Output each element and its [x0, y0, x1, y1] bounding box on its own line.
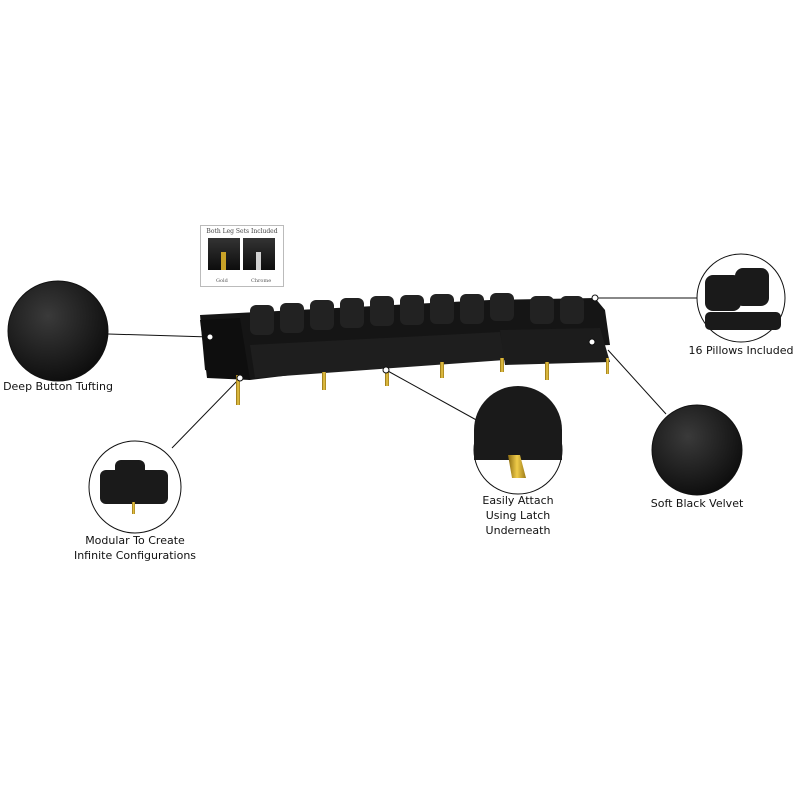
pillows — [250, 293, 584, 335]
modular-label-line2: Infinite Configurations — [73, 549, 197, 562]
callout-dots — [206, 294, 599, 382]
sectional-sofa — [200, 293, 610, 405]
velvet-detail-circle — [651, 404, 743, 496]
velvet-label: Soft Black Velvet — [650, 497, 744, 510]
gold-legs — [236, 358, 609, 405]
tufting-detail-circle — [7, 280, 109, 382]
pillows-label: 16 Pillows Included — [688, 344, 794, 357]
latch-label-line2: Using Latch — [485, 509, 551, 522]
latch-label-line1: Easily Attach — [482, 494, 554, 507]
gold-leg-image — [208, 238, 240, 270]
inset-title: Both Leg Sets Included — [206, 228, 278, 235]
gold-caption: Gold — [216, 278, 228, 284]
callout-lines — [107, 297, 697, 449]
leg-sets-inset: Both Leg Sets Included Gold Chrome — [200, 225, 284, 287]
tufting-label: Deep Button Tufting — [3, 380, 113, 393]
latch-label-line3: Underneath — [485, 524, 551, 537]
modular-label-line1: Modular To Create — [85, 534, 185, 547]
chrome-leg-image — [243, 238, 275, 270]
chrome-caption: Chrome — [251, 278, 272, 284]
